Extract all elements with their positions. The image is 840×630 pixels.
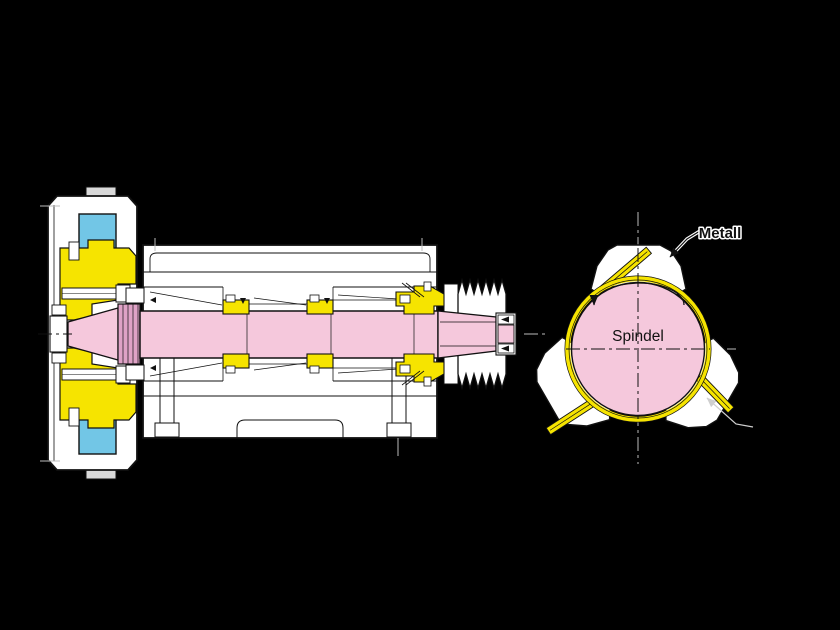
oil-lines bbox=[149, 291, 399, 377]
bearing-cap bbox=[306, 353, 334, 369]
front-bearing-top bbox=[395, 281, 445, 315]
shaft-clamp-bottom bbox=[125, 364, 145, 381]
bearing-cap bbox=[306, 299, 334, 315]
clamp-mark-top bbox=[150, 297, 156, 303]
spindel-label: Spindel bbox=[612, 328, 664, 345]
spindle-shaft bbox=[67, 303, 517, 365]
shaft-end-cap bbox=[495, 312, 517, 356]
strip-leader-line bbox=[706, 397, 754, 428]
side-section-view bbox=[38, 186, 546, 480]
support-column-left bbox=[154, 358, 180, 438]
bearing-cap bbox=[222, 353, 250, 369]
housing-base-recess bbox=[236, 419, 344, 438]
shaft-clamp-top bbox=[125, 287, 145, 304]
housing-top-tab bbox=[85, 186, 117, 197]
shaft-nose-taper bbox=[437, 310, 497, 359]
shaft-body bbox=[139, 310, 439, 359]
hub-bolt-top bbox=[61, 284, 131, 303]
cross-section-view: Spindel Metall bbox=[523, 212, 754, 464]
metal-leader-line bbox=[669, 230, 701, 258]
housing-bottom-tab bbox=[85, 469, 117, 480]
bearing-caps bbox=[222, 294, 334, 374]
rotation-arrow bbox=[589, 282, 685, 306]
shaft-thread-band bbox=[117, 303, 141, 365]
bearing-cap bbox=[222, 299, 250, 315]
shaft-tip-nut bbox=[38, 304, 72, 364]
clamp-mark-bottom bbox=[150, 365, 156, 371]
centerline-ticks bbox=[40, 205, 546, 462]
front-bearing-bottom bbox=[395, 353, 445, 387]
hub-bolt-bottom bbox=[61, 365, 131, 384]
metall-label: Metall bbox=[699, 225, 742, 242]
